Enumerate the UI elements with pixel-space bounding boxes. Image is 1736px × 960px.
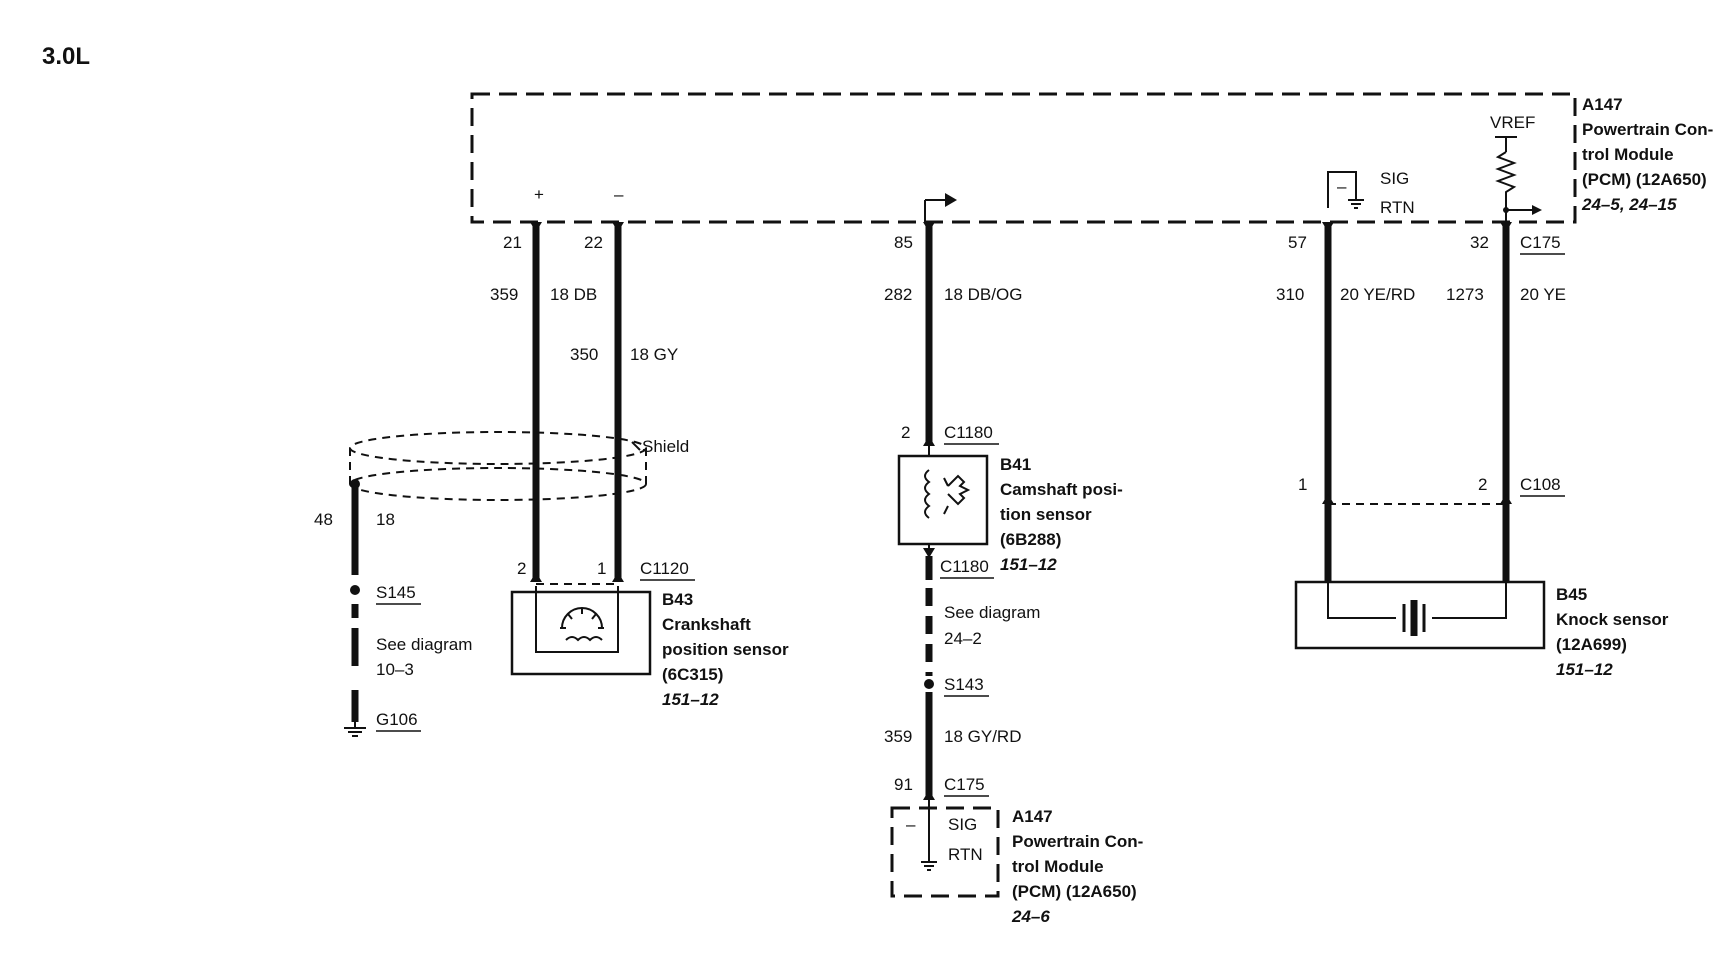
circuit-350: 350 — [570, 345, 598, 364]
cam-sensor-name-1: Camshaft posi- — [1000, 480, 1123, 499]
knock-sensor-id: B45 — [1556, 585, 1587, 604]
cam-sensor-box — [897, 454, 989, 546]
splice-s145-dot — [350, 585, 360, 595]
connector-c1180-bottom: C1180 — [940, 557, 989, 576]
pcm-rtn-label: RTN — [1380, 198, 1415, 217]
pin-57: 57 — [1288, 233, 1307, 252]
pcm-sig-minus: – — [1337, 177, 1347, 196]
pin-22: 22 — [584, 233, 603, 252]
circuit-282: 282 — [884, 285, 912, 304]
color-1273: 20 YE — [1520, 285, 1566, 304]
pcm-top-id: A147 — [1582, 95, 1623, 114]
color-282: 18 DB/OG — [944, 285, 1022, 304]
crank-sensor-id: B43 — [662, 590, 693, 609]
pcm-pin-plus: + — [534, 185, 544, 204]
pcm-bottom-minus: – — [906, 815, 916, 834]
knock-connector-pin-2: 2 — [1478, 475, 1487, 494]
ground-g106: G106 — [376, 710, 418, 729]
connector-c108: C108 — [1520, 475, 1561, 494]
pcm-bottom-rtn: RTN — [948, 845, 983, 864]
pin-32: 32 — [1470, 233, 1489, 252]
cam-see-diagram: See diagram — [944, 603, 1040, 622]
knock-sensor-ref: 151–12 — [1556, 660, 1613, 679]
pin-85: 85 — [894, 233, 913, 252]
pcm-bottom-id: A147 — [1012, 807, 1053, 826]
shield-symbol — [349, 431, 647, 501]
circuit-359-gyrd: 359 — [884, 727, 912, 746]
pin-21: 21 — [503, 233, 522, 252]
shield-circuit-48: 48 — [314, 510, 333, 529]
pcm-bottom-name-1: Powertrain Con- — [1012, 832, 1143, 851]
pcm-vref-label: VREF — [1490, 113, 1535, 132]
cam-connector-pin-top: 2 — [901, 423, 910, 442]
color-359-gyrd: 18 GY/RD — [944, 727, 1021, 746]
splice-s143-dot — [924, 679, 934, 689]
pcm-pin-minus: – — [614, 185, 624, 204]
color-350: 18 GY — [630, 345, 678, 364]
knock-sensor-box — [1294, 580, 1546, 650]
cam-see-diagram-ref: 24–2 — [944, 629, 982, 648]
crank-sensor-box — [510, 590, 652, 676]
pcm-top-box — [470, 92, 1577, 224]
pcm-bottom-name-2: trol Module — [1012, 857, 1104, 876]
circuit-310: 310 — [1276, 285, 1304, 304]
connector-c1180-top: C1180 — [944, 423, 993, 442]
splice-s143: S143 — [944, 675, 984, 694]
pcm-bottom-ground-icon — [921, 861, 937, 871]
engine-title: 3.0L — [42, 43, 90, 70]
knock-connector-pin-1: 1 — [1298, 475, 1307, 494]
connector-c1120: C1120 — [640, 559, 689, 578]
pcm-bottom-name-3: (PCM) (12A650) — [1012, 882, 1137, 901]
crank-sensor-icon — [535, 586, 619, 653]
crank-see-diagram: See diagram — [376, 635, 472, 654]
knock-sensor-name-2: (12A699) — [1556, 635, 1627, 654]
cam-sensor-name-3: (6B288) — [1000, 530, 1061, 549]
pcm-bottom-ref: 24–6 — [1011, 907, 1050, 926]
pcm-bottom-box — [890, 806, 1000, 898]
pcm-sig-rtn-symbol — [1327, 171, 1364, 209]
crank-connector-pin-2: 2 — [517, 559, 526, 578]
cam-sensor-name-2: tion sensor — [1000, 505, 1092, 524]
crank-see-diagram-ref: 10–3 — [376, 660, 414, 679]
pcm-bottom-sig: SIG — [948, 815, 977, 834]
vref-resistor-icon — [1495, 136, 1542, 215]
cam-sensor-ref: 151–12 — [1000, 555, 1057, 574]
pcm-top-name-3: (PCM) (12A650) — [1582, 170, 1707, 189]
knock-sensor-name-1: Knock sensor — [1556, 610, 1669, 629]
ground-g106-icon — [344, 722, 366, 737]
pcm-top-name-1: Powertrain Con- — [1582, 120, 1713, 139]
color-310: 20 YE/RD — [1340, 285, 1415, 304]
connector-c175-cam: C175 — [944, 775, 985, 794]
cam-sensor-icon — [924, 469, 971, 519]
splice-s145: S145 — [376, 583, 416, 602]
crank-sensor-name-2: position sensor — [662, 640, 789, 659]
knock-sensor-icon — [1327, 582, 1507, 636]
pcm-cam-input-icon — [924, 193, 957, 222]
pcm-sig-label: SIG — [1380, 169, 1409, 188]
crank-sensor-name-1: Crankshaft — [662, 615, 751, 634]
crank-sensor-name-3: (6C315) — [662, 665, 723, 684]
crank-connector-pin-1: 1 — [597, 559, 606, 578]
pcm-top-name-2: trol Module — [1582, 145, 1674, 164]
circuit-359: 359 — [490, 285, 518, 304]
color-359: 18 DB — [550, 285, 597, 304]
connector-c175-knock: C175 — [1520, 233, 1561, 252]
crank-sensor-ref: 151–12 — [662, 690, 719, 709]
pcm-top-refs: 24–5, 24–15 — [1581, 195, 1677, 214]
cam-sensor-id: B41 — [1000, 455, 1031, 474]
circuit-1273: 1273 — [1446, 285, 1484, 304]
shield-label: Shield — [642, 437, 689, 456]
shield-gauge-18: 18 — [376, 510, 395, 529]
pin-91: 91 — [894, 775, 913, 794]
